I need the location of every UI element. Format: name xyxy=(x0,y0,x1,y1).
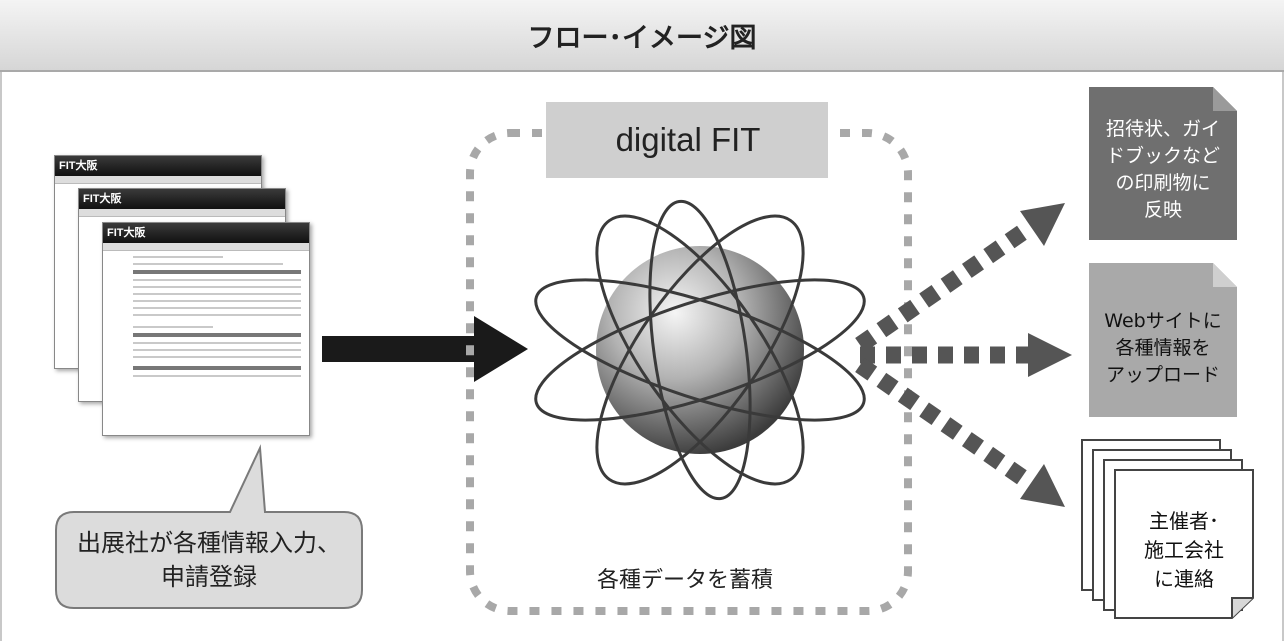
output-web-line-3: アップロード xyxy=(1105,364,1220,386)
digital-fit-label: digital FIT xyxy=(615,121,761,158)
output-print-line-3: の印刷物に xyxy=(1115,172,1211,194)
output-doc-print xyxy=(1089,87,1237,240)
frame-border-left xyxy=(0,72,2,641)
output-arrow-middle-head xyxy=(1028,333,1072,377)
output-print-text: 招待状、ガイ ドブックなど の印刷物に 反映 xyxy=(1089,100,1237,240)
callout-line-2: 申請登録 xyxy=(161,563,257,591)
output-doc-web xyxy=(1089,263,1237,417)
frame-border-right xyxy=(1282,72,1284,641)
input-arrow xyxy=(322,316,528,382)
output-print-line-1: 招待状、ガイ xyxy=(1105,118,1220,140)
output-print-line-4: 反映 xyxy=(1143,199,1182,221)
output-print-line-2: ドブックなど xyxy=(1105,145,1220,167)
screenshot-menu-bar xyxy=(55,176,261,184)
screenshot-menu-bar xyxy=(103,243,309,251)
output-web-line-2: 各種情報を xyxy=(1115,337,1211,359)
screenshot-window-front: FIT大阪 xyxy=(102,222,310,436)
output-contact-text: 主催者･ 施工会社 に連絡 xyxy=(1115,500,1253,600)
globe-sphere xyxy=(596,246,804,454)
output-arrow-lower xyxy=(855,358,1038,492)
output-arrow-lower-head xyxy=(1020,464,1065,507)
callout-line-1: 出展社が各種情報入力、 xyxy=(77,529,341,557)
screenshot-menu-bar xyxy=(79,209,285,217)
screenshot-site-title: FIT大阪 xyxy=(55,156,261,176)
storage-label: 各種データを蓄積 xyxy=(596,568,773,593)
output-web-line-1: Webサイトに xyxy=(1104,310,1222,332)
output-doc-contact-stack xyxy=(1081,439,1254,619)
output-arrow-upper xyxy=(855,218,1038,352)
output-arrow-upper-head xyxy=(1020,203,1065,246)
callout-bubble xyxy=(55,444,363,609)
output-contact-line-3: に連絡 xyxy=(1154,566,1214,591)
diagram-title: フロー･イメージ図 xyxy=(0,0,1284,72)
screenshot-site-title: FIT大阪 xyxy=(79,189,285,209)
screenshot-site-title: FIT大阪 xyxy=(103,223,309,243)
digital-fit-label-box xyxy=(546,102,828,178)
orbit-rings xyxy=(534,199,866,501)
callout-text: 出展社が各種情報入力、 申請登録 xyxy=(56,512,362,608)
output-web-text: Webサイトに 各種情報を アップロード xyxy=(1089,280,1237,417)
output-contact-line-2: 施工会社 xyxy=(1144,537,1224,562)
output-contact-line-1: 主催者･ xyxy=(1149,508,1219,533)
